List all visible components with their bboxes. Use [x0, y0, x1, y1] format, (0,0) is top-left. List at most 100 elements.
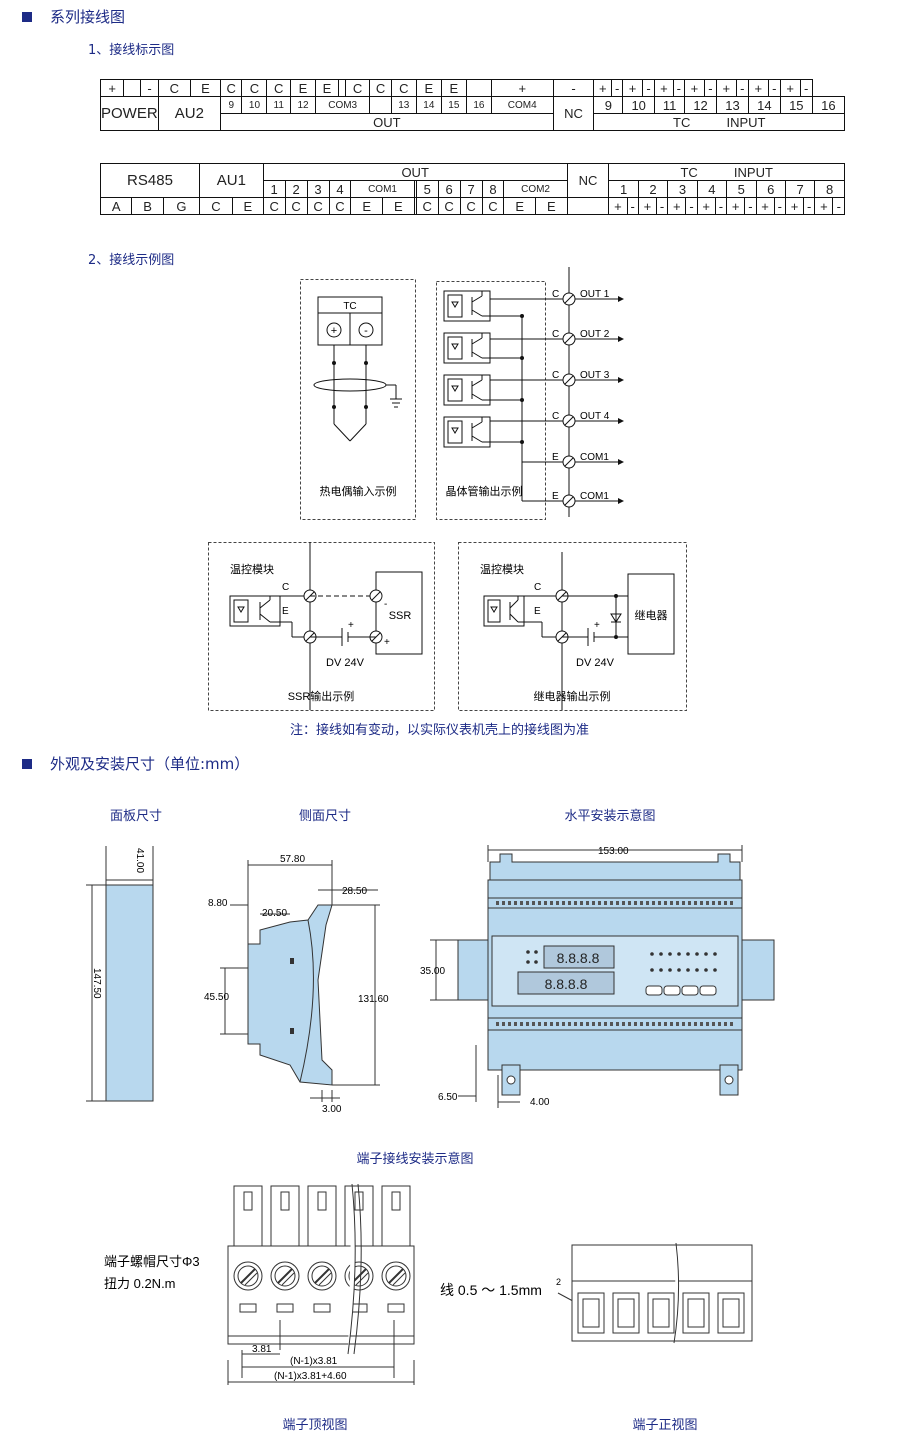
section-title-dimensions: 外观及安装尺寸（单位:mm）: [22, 753, 249, 774]
rail-output-label: COM1: [580, 491, 609, 502]
side-28-label: 28.50: [342, 886, 367, 897]
terminal-cell: +: [667, 197, 687, 215]
install-650-label: 6.50: [438, 1092, 458, 1103]
terminal-cell: 12: [684, 96, 718, 114]
tc-input-label: TC INPUT: [608, 163, 845, 181]
terminal-cell: -: [626, 197, 639, 215]
terminal-cell: E: [350, 197, 384, 215]
terminal-cell: C: [266, 79, 291, 97]
out-label: OUT: [220, 113, 554, 131]
terminal-cell: C: [481, 197, 505, 215]
install-35-label: 35.00: [420, 966, 445, 977]
terminal-cell: [465, 79, 492, 97]
terminal-cell: -: [767, 79, 781, 97]
rail-output-label: OUT 3: [580, 370, 610, 381]
side-width-label: 57.80: [280, 854, 305, 865]
terminal-cell: 12: [289, 96, 317, 114]
relay-c-label: C: [534, 582, 541, 593]
terminal-cell: -: [703, 79, 718, 97]
terminal-cell: [123, 79, 142, 97]
terminal-cell: 8: [814, 180, 845, 198]
pitch-label: 3.81: [252, 1344, 272, 1355]
relay-module-label: 温控模块: [480, 562, 524, 576]
relay-dv-label: DV 24V: [576, 657, 615, 669]
rail-label: E: [552, 491, 559, 502]
terminal-cell: 15: [440, 96, 467, 114]
install-400-label: 4.00: [530, 1097, 550, 1108]
terminal-cell: +: [814, 197, 834, 215]
terminal-cell: -: [672, 79, 686, 97]
ssr-caption: SSR输出示例: [288, 689, 355, 703]
top-view-caption: 端子顶视图: [282, 1418, 348, 1433]
terminal-cell: +: [716, 79, 737, 97]
terminal-cell: C: [415, 197, 439, 215]
terminal-cell: -: [735, 79, 749, 97]
wiring-note: 注：接线如有变动，以实际仪表机壳上的接线图为准: [290, 723, 590, 738]
terminal-cell: +: [784, 197, 805, 215]
rail-label: C: [552, 370, 559, 381]
terminal-cell: C: [284, 197, 308, 215]
rail-label: C: [552, 289, 559, 300]
terminal-cell: G: [162, 197, 200, 215]
rs485-label: RS485: [100, 163, 200, 198]
front-view-caption: 端子正视图: [632, 1418, 698, 1433]
rail-label: C: [552, 411, 559, 422]
side-4550-label: 45.50: [204, 992, 229, 1003]
terminal-cell: E: [415, 79, 442, 97]
terminal-cell: A: [99, 197, 133, 215]
torque-label: 扭力 0.2N.m: [104, 1276, 176, 1291]
install-drawing: 153.00 8.8.8.8 8.8.8.8 35.00 6.50 4.00: [420, 845, 775, 1108]
terminal-cell: 13: [390, 96, 417, 114]
side-caption: 侧面尺寸: [298, 809, 351, 824]
terminal-cell: 5: [415, 180, 439, 198]
terminal-cell: 5: [726, 180, 757, 198]
square-icon: [22, 11, 32, 22]
terminal-cell: COM3: [315, 96, 371, 114]
relay-example: 温控模块 C E 继电器 + DV 24V 继电器输出示例: [458, 542, 687, 711]
terminal-cell: -: [773, 197, 786, 215]
nc-label: NC: [552, 96, 595, 131]
thermocouple-example: TC + - 热电偶输入示例: [300, 279, 416, 520]
terminal-cell: +: [726, 197, 746, 215]
terminal-cell: -: [611, 79, 624, 97]
terminal-cell: B: [131, 197, 164, 215]
terminal-cell: 1: [608, 180, 639, 198]
terminal-cell: C: [306, 197, 330, 215]
terminal-cell: -: [552, 79, 595, 97]
rail-output-label: COM1: [580, 452, 609, 463]
e-label: E: [282, 606, 289, 617]
screw-size-label: 端子螺帽尺寸Φ3: [104, 1254, 200, 1269]
terminal-cell: -: [655, 197, 669, 215]
terminal-cell: C: [241, 79, 268, 97]
section-title-wiring: 系列接线图: [22, 6, 125, 27]
install-width-label: 153.00: [598, 846, 629, 857]
terminal-cell: 6: [437, 180, 461, 198]
terminal-cell: 1: [262, 180, 286, 198]
pitch-formula-label: (N-1)x3.81: [290, 1356, 338, 1367]
terminal-cell: -: [744, 197, 757, 215]
terminal-cell: +: [684, 79, 705, 97]
input-label: INPUT: [726, 114, 766, 130]
subtitle-example-diagram: 2、接线示例图: [88, 253, 175, 268]
rail-output-label: OUT 2: [580, 329, 610, 340]
ssr-minus: -: [384, 599, 387, 610]
rail-output-label: OUT 4: [580, 411, 610, 422]
battery-plus: +: [348, 620, 354, 631]
terminal-cell: +: [637, 197, 657, 215]
terminal-cell: 14: [747, 96, 781, 114]
thermocouple-caption: 热电偶输入示例: [320, 484, 397, 498]
terminal-cell: -: [803, 197, 816, 215]
power-label: POWER: [100, 96, 159, 131]
out-label: OUT: [262, 163, 568, 181]
tc-label: TC: [680, 164, 698, 180]
rail-label: C: [552, 329, 559, 340]
terminal-cell: +: [696, 197, 716, 215]
terminal-cell: -: [685, 197, 698, 215]
terminal-cell: C: [459, 197, 483, 215]
terminal-cell: 10: [622, 96, 656, 114]
terminal-cell: +: [490, 79, 554, 97]
section-title-text: 外观及安装尺寸（单位:mm）: [50, 755, 250, 773]
terminal-cell: 7: [784, 180, 816, 198]
terminal-cell: E: [315, 79, 339, 97]
